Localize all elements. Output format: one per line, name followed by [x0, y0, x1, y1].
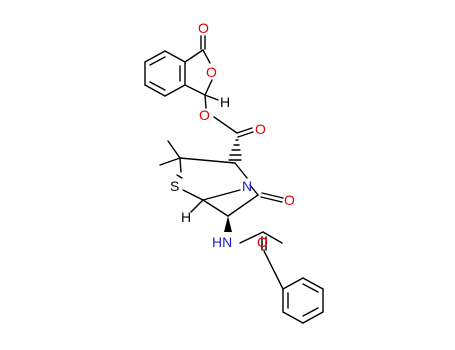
- lactone-ring: [184, 35, 219, 109]
- acetal-hydrogen: H: [220, 94, 230, 110]
- lactam-carbonyl-oxygen: O: [284, 192, 295, 208]
- ester-link-oxygen: O: [199, 107, 210, 123]
- thiazolidine-ring: [159, 140, 248, 201]
- phthalide-benzene-ring: [144, 50, 186, 97]
- lactam-nitrogen: N: [242, 178, 252, 194]
- ester-carbonyl-oxygen: O: [255, 121, 266, 137]
- phenyl-ring: [282, 277, 324, 324]
- beta-lactam-ring: [190, 184, 284, 217]
- amide-side-chain: [224, 216, 284, 290]
- lactone-ring-oxygen: O: [206, 64, 217, 80]
- amide-nitrogen: HN: [212, 234, 232, 250]
- ester-linkage: [213, 116, 254, 161]
- amide-carbonyl-oxygen: O: [257, 234, 268, 250]
- lactone-carbonyl-oxygen: O: [198, 20, 209, 36]
- thiazolidine-sulfur: S: [170, 178, 179, 194]
- bridgehead-hydrogen: H: [181, 209, 191, 225]
- hashed-wedge-c2: [228, 139, 242, 161]
